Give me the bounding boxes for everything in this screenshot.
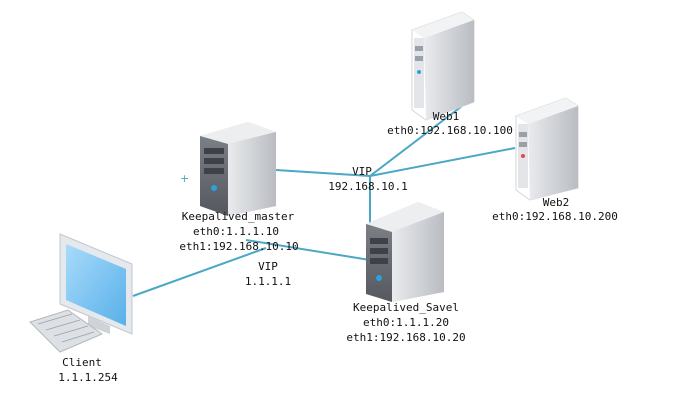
link-master-to-slave: [245, 239, 371, 261]
link-hub-to-web2: [369, 147, 516, 177]
web1-server-icon: [411, 11, 475, 121]
link-hub-to-web1: [369, 105, 463, 177]
slave-eth1: eth1:192.168.10.20: [346, 331, 466, 344]
client-address: 1.1.1.254: [58, 371, 118, 384]
web1-eth0: eth0:192.168.10.100: [387, 124, 513, 137]
web2-server-icon: [515, 97, 579, 201]
web2-eth0: eth0:192.168.10.200: [492, 210, 618, 223]
master-eth1: eth1:192.168.10.10: [179, 240, 299, 253]
vip-internal-address: 192.168.10.1: [328, 180, 408, 193]
master-server-icon: [200, 122, 276, 216]
slave-name: Keepalived_Savel: [353, 301, 459, 314]
slave-eth0: eth0:1.1.1.20: [362, 316, 450, 329]
vip-external-address: 1.1.1.1: [244, 275, 292, 288]
web2-name: Web2: [542, 196, 570, 209]
link-client-to-external: [132, 247, 267, 297]
links: [132, 105, 516, 297]
plus-marker-icon: +: [180, 172, 189, 185]
master-eth0: eth0:1.1.1.10: [192, 225, 280, 238]
web1-name: Web1: [432, 110, 460, 123]
link-master-to-internal-hub: [275, 169, 371, 177]
vip-external-title: VIP: [258, 260, 278, 273]
client-desktop-computer-icon: [29, 233, 133, 353]
slave-server-icon: [366, 202, 444, 302]
vip-internal-title: VIP: [352, 165, 372, 178]
master-name: Keepalived_master: [181, 210, 295, 223]
client-name: Client: [62, 356, 102, 369]
